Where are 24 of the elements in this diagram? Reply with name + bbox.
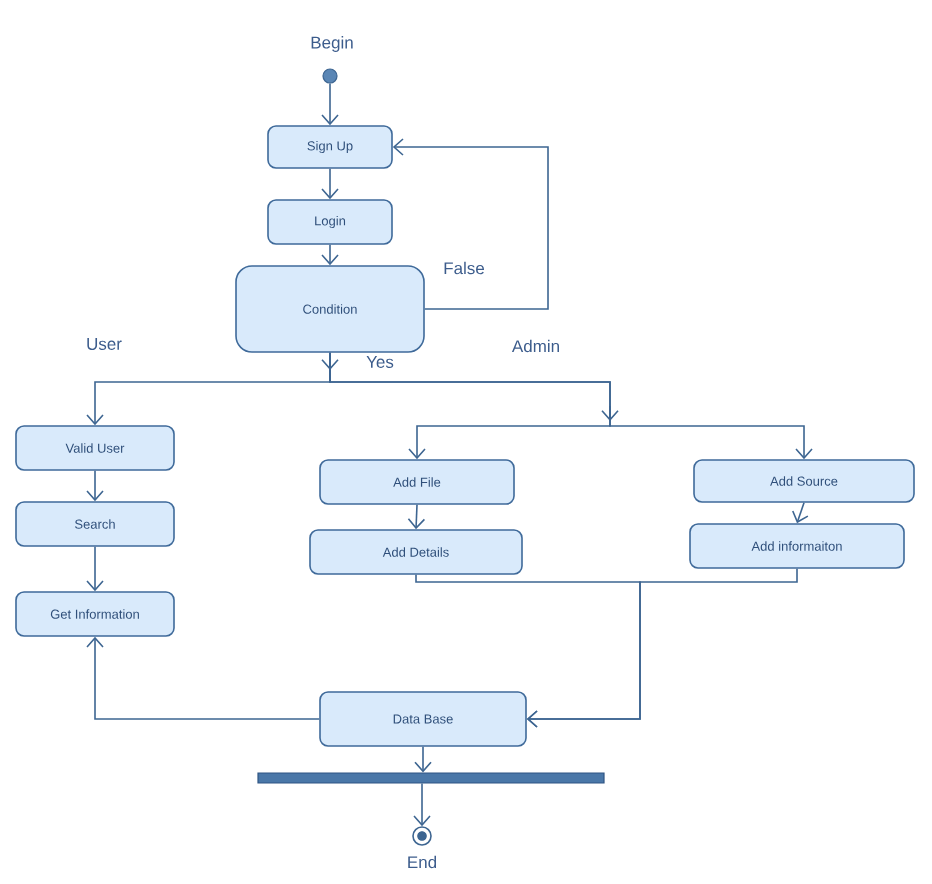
- connector-arrow: [86, 470, 104, 502]
- edge-label: False: [441, 259, 487, 277]
- lane-label: Admin: [511, 339, 559, 353]
- connector-arrow: [791, 502, 809, 524]
- edge-label: Yes: [364, 354, 396, 370]
- sync-bar: [257, 772, 605, 784]
- connector-arrow: [413, 782, 431, 827]
- connector-arrow: [414, 746, 432, 773]
- connector-arrow: [86, 636, 320, 720]
- start-dot: [322, 68, 338, 84]
- state-label: End: [408, 855, 437, 869]
- connector-arrow: [321, 168, 339, 200]
- connector-arrow: [321, 82, 339, 126]
- connector-arrow: [86, 546, 104, 592]
- lane-label: User: [87, 338, 122, 350]
- arrowhead: [321, 354, 339, 370]
- state-label: Begin: [311, 36, 353, 52]
- end-bullseye: [412, 826, 432, 846]
- connector-arrow: [392, 138, 549, 310]
- connector-arrow: [407, 504, 426, 530]
- connector-arrow: [329, 352, 813, 460]
- connector-arrow: [526, 568, 798, 728]
- connector-arrow: [321, 244, 339, 266]
- arrowhead: [601, 405, 619, 421]
